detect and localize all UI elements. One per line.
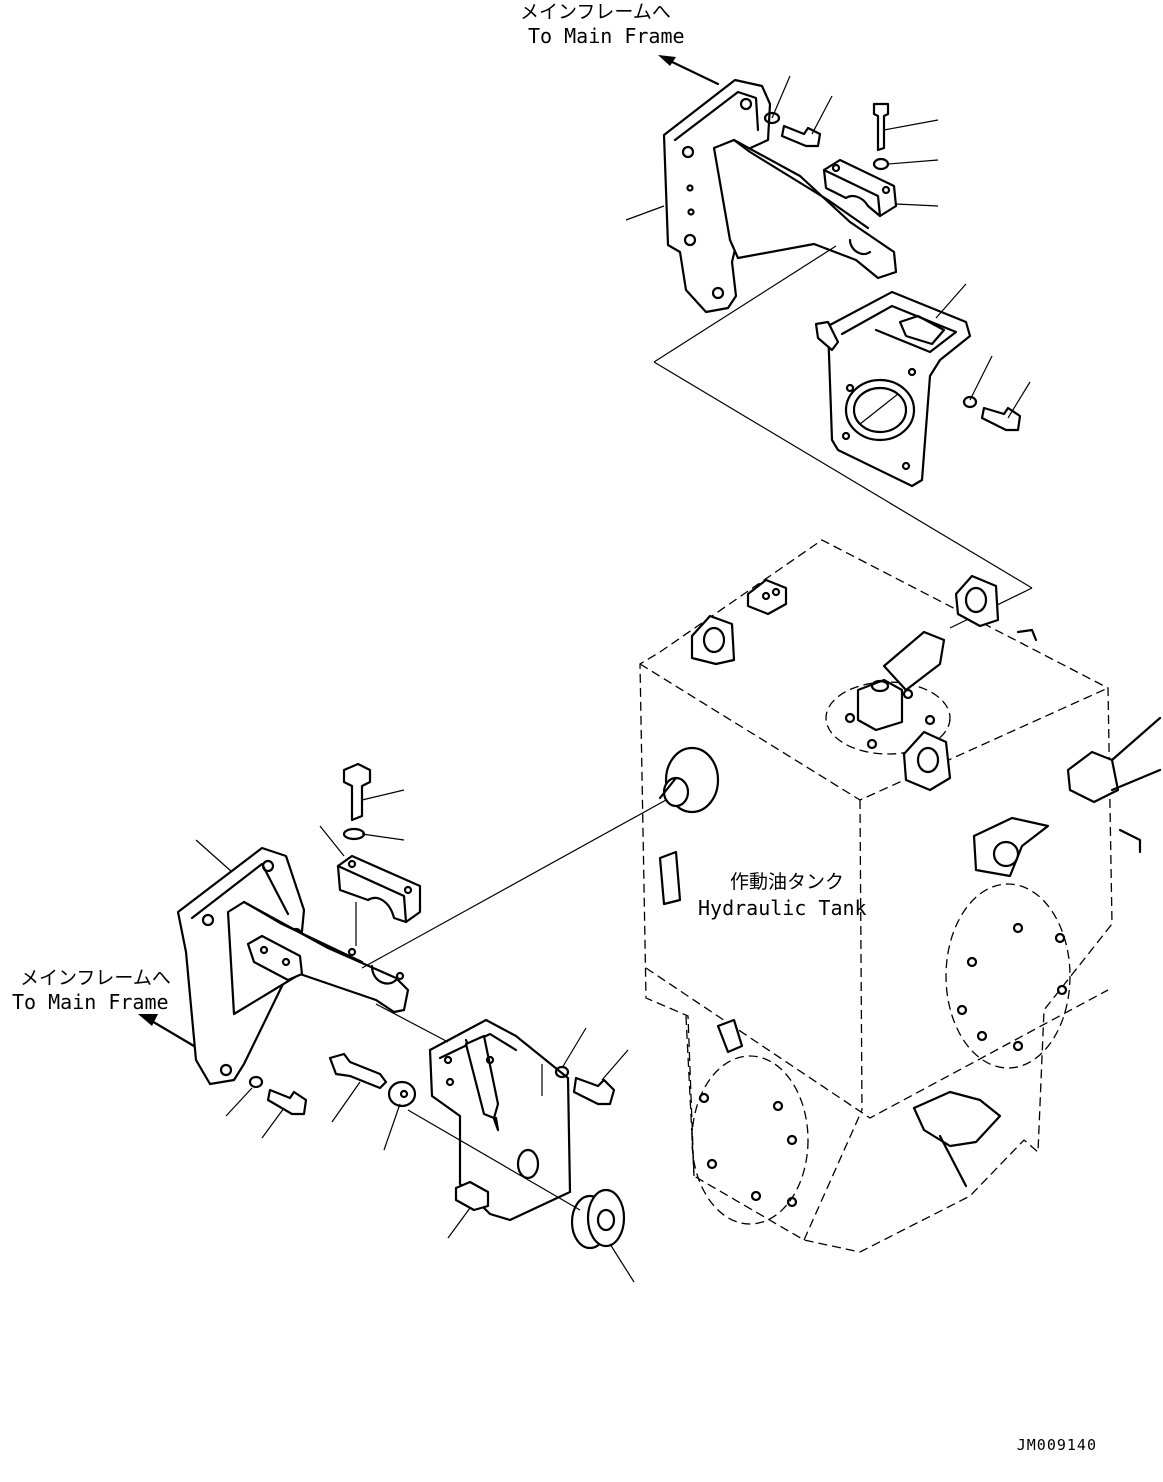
top-frame-label-jp: メインフレームへ: [520, 1, 671, 23]
top-frame-label-en: To Main Frame: [528, 24, 685, 48]
tank-lug: [746, 578, 788, 616]
mount-bracket-tab: [454, 1180, 490, 1212]
tank-drain-plug: [716, 1018, 744, 1054]
hydraulic-tank: [639, 539, 1162, 1253]
bolt-icon: [342, 762, 372, 822]
washer-icon: [962, 395, 978, 409]
bolt-icon: [328, 1052, 388, 1090]
left-frame-arrowhead: [138, 1014, 158, 1026]
top-mount-plate: [826, 290, 972, 488]
bolt-icon: [872, 102, 890, 152]
left-frame-label-jp: メインフレームへ: [20, 967, 171, 989]
mount-plate-opening: [844, 378, 916, 442]
bolt-icon: [980, 406, 1022, 432]
tank-lifting-eye: [902, 730, 952, 792]
mount-bracket-hole: [516, 1148, 540, 1180]
lower-mount-bracket: [428, 1018, 572, 1222]
top-frame-arrowhead: [658, 55, 676, 66]
top-frame-arrow: [666, 58, 720, 86]
tank-lifting-eye: [690, 614, 736, 666]
lower-bracket-assembly: [138, 762, 667, 1283]
top-bracket-plate: [662, 78, 772, 314]
drawing-code: JM009140: [1016, 1436, 1097, 1454]
tank-outline: [639, 539, 1113, 1253]
top-bracket-arm: [712, 138, 898, 280]
tank-breather: [856, 678, 904, 732]
tank-right-fitting: [1066, 750, 1120, 804]
tank-lower-cover: [691, 1055, 809, 1225]
mount-bracket-rib: [464, 1034, 500, 1120]
left-frame-label-en: To Main Frame: [12, 990, 169, 1014]
tank-sight-gauge: [658, 850, 682, 906]
washer-icon: [872, 157, 890, 171]
tank-label-jp: 作動油タンク: [730, 871, 845, 893]
bolt-icon: [572, 1076, 616, 1106]
washer-icon: [248, 1075, 264, 1089]
tank-side-mount: [972, 816, 1050, 878]
washer-icon: [387, 1080, 417, 1108]
tank-label-en: Hydraulic Tank: [698, 896, 867, 920]
mount-plate-stud: [814, 320, 840, 352]
tank-side-cover: [945, 883, 1071, 1069]
tank-fitting: [882, 630, 946, 692]
bolt-icon: [780, 124, 822, 148]
top-bracket-flange: [673, 90, 760, 142]
tank-bottom-fitting: [912, 1090, 1002, 1148]
washer-icon: [342, 827, 366, 841]
lower-clamp-cap: [336, 854, 422, 924]
tank-side-boss: [664, 746, 720, 814]
left-frame-arrow: [148, 1018, 196, 1048]
tank-lifting-eye: [954, 574, 1000, 628]
washer-icon: [763, 111, 781, 125]
top-bracket-assembly: [625, 55, 1033, 629]
bolt-icon: [266, 1088, 308, 1116]
